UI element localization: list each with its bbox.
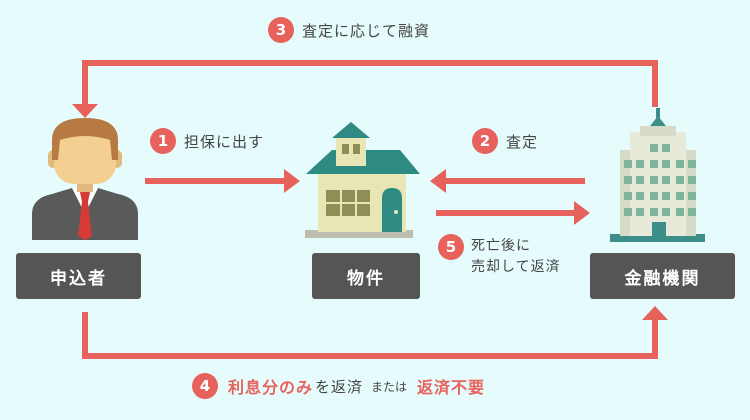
step-4-repay: を返済 <box>315 377 364 396</box>
step-4-or: または <box>371 379 408 394</box>
step-4-interest-repayment: 4 利息分のみ を返済 または 返済不要 <box>192 373 485 399</box>
applicant-label: 申込者 <box>16 253 141 299</box>
arrow-appraisal <box>430 169 585 193</box>
step-3-text: 査定に応じて融資 <box>302 21 431 40</box>
step-5-text: 死亡後に 売却して返済 <box>471 236 561 278</box>
step-2-text: 査定 <box>506 132 539 151</box>
arrow-financing <box>72 60 658 118</box>
step-3-number: 3 <box>268 17 294 43</box>
arrow-sale-repayment <box>436 201 590 225</box>
step-4-interest-only: 利息分のみ <box>228 378 314 397</box>
step-5-line-2: 売却して返済 <box>471 259 561 275</box>
step-5-line-1: 死亡後に <box>471 238 531 254</box>
step-3-financing: 3 査定に応じて融資 <box>268 17 430 43</box>
bank-label: 金融機関 <box>590 253 735 299</box>
step-5-number: 5 <box>438 234 464 260</box>
step-2-number: 2 <box>472 128 498 154</box>
step-1-number: 1 <box>150 128 176 154</box>
house-icon <box>305 122 420 238</box>
step-1-collateral: 1 担保に出す <box>150 128 264 154</box>
arrow-collateral <box>145 169 300 193</box>
step-5-sale-repayment: 5 死亡後に 売却して返済 <box>438 234 561 278</box>
person-icon <box>32 118 138 240</box>
arrow-interest-repayment <box>82 306 668 359</box>
step-2-appraisal: 2 査定 <box>472 128 538 154</box>
step-4-no-repayment: 返済不要 <box>417 378 486 397</box>
step-1-text: 担保に出す <box>184 132 265 151</box>
step-4-number: 4 <box>192 373 218 399</box>
property-label: 物件 <box>312 253 420 299</box>
building-icon <box>610 108 705 242</box>
